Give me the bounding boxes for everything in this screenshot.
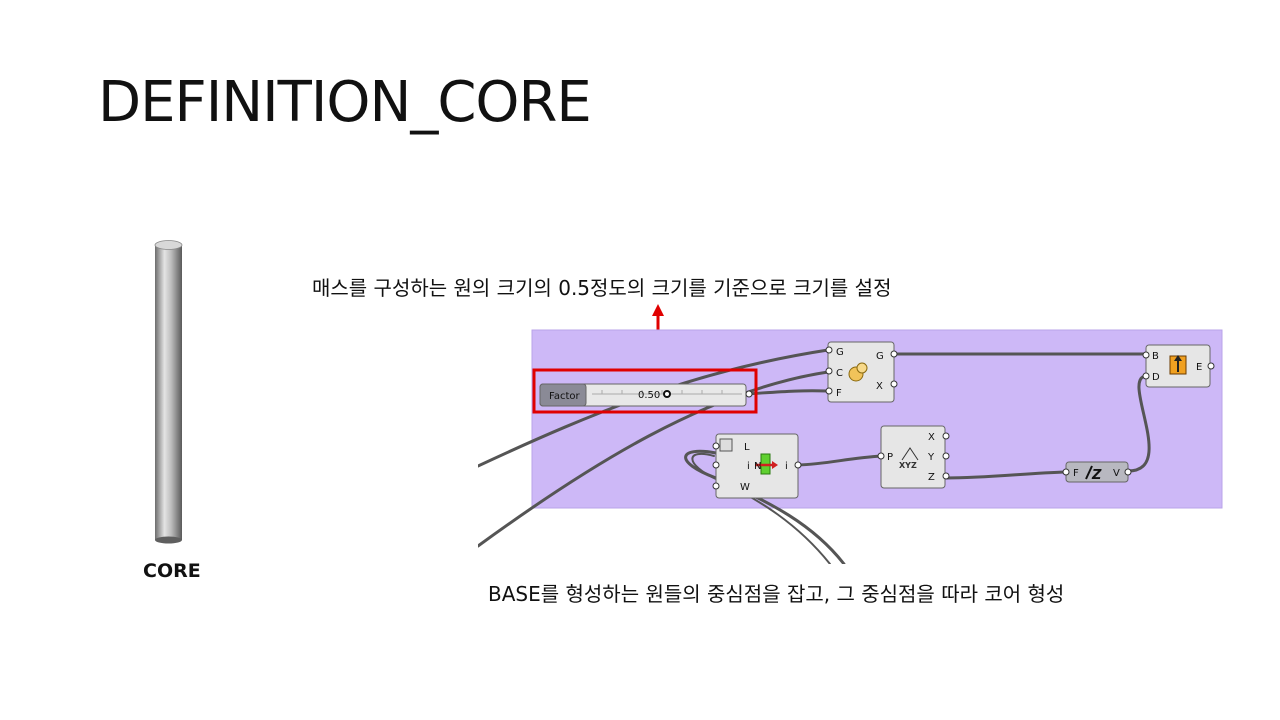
unitz-input-f: F	[1073, 468, 1079, 479]
deconstruct-output-y: Y	[927, 452, 935, 463]
scale-icon	[848, 362, 868, 382]
reparam-icon	[719, 438, 733, 452]
caption-top: 매스를 구성하는 원의 크기의 0.5정도의 크기를 기준으로 크기를 설정	[312, 276, 892, 300]
svg-text:XYZ: XYZ	[899, 461, 917, 470]
page-title: DEFINITION_CORE	[98, 70, 592, 135]
evaluate-curve-component[interactable]: L i W i N	[712, 433, 802, 499]
slider-highlight	[532, 368, 758, 414]
core-cylinder	[150, 238, 190, 552]
extrude-component[interactable]: B D E	[1142, 344, 1215, 388]
unit-z-icon: Z	[1085, 465, 1102, 483]
svg-text:Z: Z	[1091, 468, 1102, 483]
eval-output-i: i	[785, 461, 788, 472]
unitz-output-v: V	[1113, 468, 1120, 479]
eval-input-i: i	[747, 461, 750, 472]
extrude-input-d: D	[1152, 372, 1160, 383]
extrude-input-b: B	[1152, 351, 1159, 362]
deconstruct-output-x: X	[928, 432, 935, 443]
extrude-output-e: E	[1196, 362, 1202, 373]
deconstruct-output-z: Z	[928, 472, 935, 483]
unit-z-component[interactable]: F V Z	[1062, 461, 1132, 483]
slider-handle[interactable]	[663, 390, 671, 398]
caption-bottom: BASE를 형성하는 원들의 중심점을 잡고, 그 중심점을 따라 코어 형성	[488, 582, 1065, 606]
scale-output-g: G	[876, 351, 884, 362]
evaluate-icon	[755, 453, 778, 475]
deconstruct-component[interactable]: P X Y Z XYZ	[877, 425, 950, 489]
extrude-icon	[1169, 355, 1187, 375]
scale-input-c: C	[836, 368, 843, 379]
eval-input-w: W	[740, 482, 750, 493]
eval-input-l: L	[744, 442, 750, 453]
scale-input-f: F	[836, 388, 842, 399]
eval-middle-n: N	[754, 461, 761, 472]
deconstruct-icon: XYZ	[899, 447, 919, 470]
scale-input-g: G	[836, 347, 844, 358]
scale-component[interactable]: G C F G X	[825, 341, 898, 403]
factor-slider[interactable]: Factor 0.50	[539, 383, 753, 407]
slider-value: 0.50	[638, 390, 660, 401]
scale-output-x: X	[876, 381, 883, 392]
definition-canvas: Factor 0.50 G C F G X	[478, 328, 1224, 564]
slider-label: Factor	[549, 391, 580, 402]
core-label: CORE	[143, 560, 201, 582]
deconstruct-input-p: P	[887, 452, 893, 463]
